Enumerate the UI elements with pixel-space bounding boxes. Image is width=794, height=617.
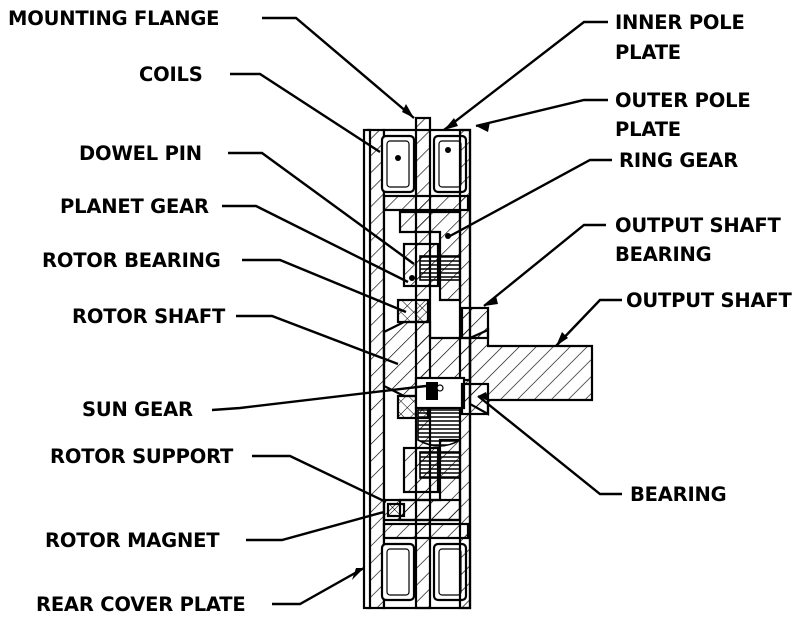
label-outer-pole-plate-line1: OUTER POLE <box>615 89 750 112</box>
label-mounting-flange: MOUNTING FLANGE <box>8 7 219 30</box>
leader-lines <box>211 16 622 606</box>
label-planet-gear: PLANET GEAR <box>60 195 209 218</box>
label-outer-pole-plate-line2: PLATE <box>615 118 681 141</box>
label-coils: COILS <box>139 63 203 86</box>
rear-cover-plate-part <box>362 128 372 610</box>
label-output-shaft: OUTPUT SHAFT <box>626 289 793 312</box>
sun-gear-part <box>414 376 466 447</box>
right-labels: INNER POLE PLATE OUTER POLE PLATE RING G… <box>615 11 793 506</box>
label-inner-pole-plate-line2: PLATE <box>615 41 681 64</box>
label-rotor-bearing: ROTOR BEARING <box>42 249 221 272</box>
label-ring-gear: RING GEAR <box>619 149 738 172</box>
label-dowel-pin: DOWEL PIN <box>79 142 202 165</box>
label-rear-cover-plate: REAR COVER PLATE <box>36 593 246 616</box>
label-rotor-magnet: ROTOR MAGNET <box>45 529 220 552</box>
planet-gear-upper <box>402 242 461 288</box>
label-bearing: BEARING <box>630 483 726 506</box>
label-output-shaft-bearing-line2: BEARING <box>615 243 711 266</box>
arrowheads <box>352 104 568 580</box>
label-rotor-support: ROTOR SUPPORT <box>50 445 234 468</box>
top-coils <box>380 134 468 194</box>
planet-gear-lower <box>402 446 461 494</box>
label-sun-gear: SUN GEAR <box>82 398 193 421</box>
assembly-section <box>362 116 594 610</box>
rotor-support-part <box>382 498 462 522</box>
label-inner-pole-plate-line1: INNER POLE <box>615 11 745 34</box>
label-output-shaft-bearing-line1: OUTPUT SHAFT <box>615 214 782 237</box>
left-labels: MOUNTING FLANGE COILS DOWEL PIN PLANET G… <box>8 7 246 616</box>
label-rotor-shaft: ROTOR SHAFT <box>72 305 226 328</box>
output-shaft-part <box>468 328 594 416</box>
